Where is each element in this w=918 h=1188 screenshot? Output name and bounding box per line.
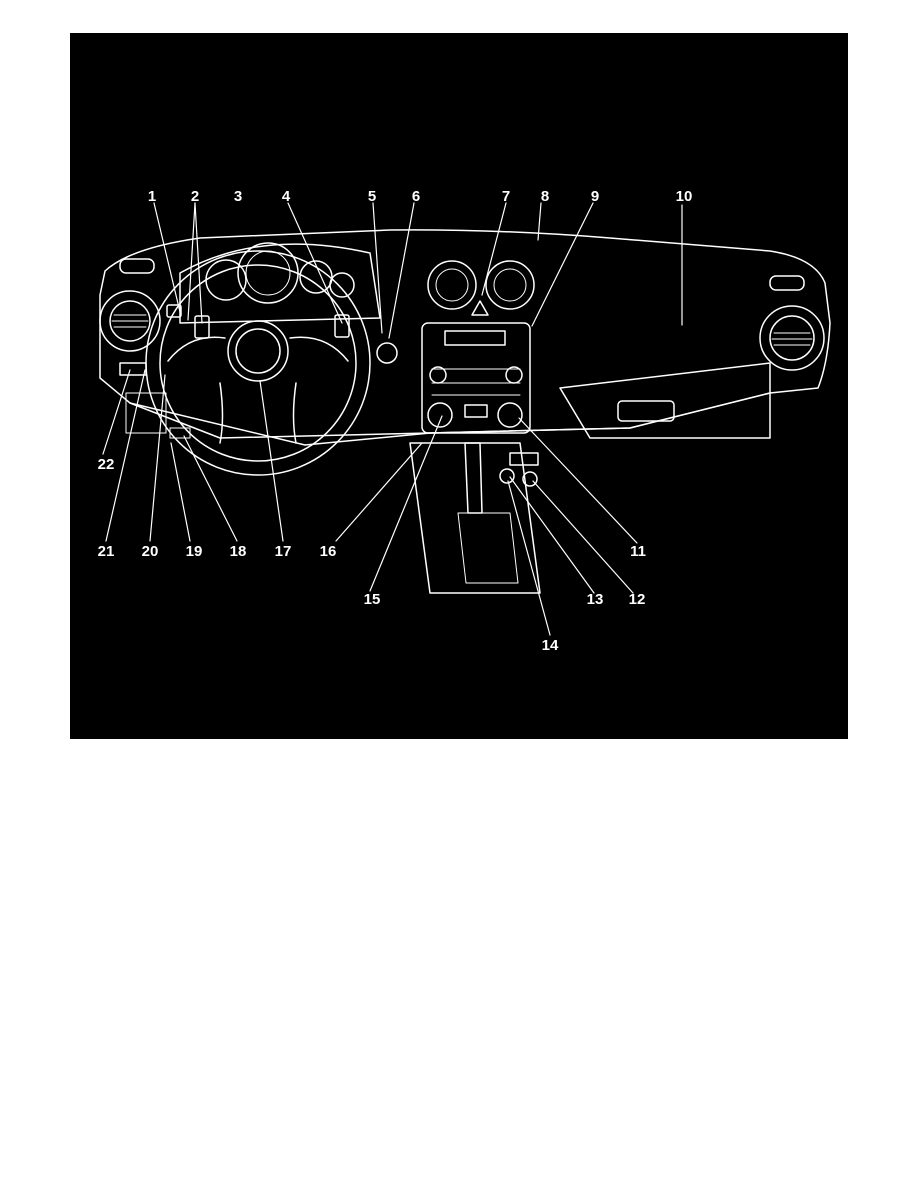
center-stack xyxy=(421,322,531,434)
callout-22: 22 xyxy=(97,456,115,473)
glove-box-handle xyxy=(617,400,675,422)
leader-17 xyxy=(259,380,284,542)
steering-wheel-rim-inner xyxy=(159,264,357,462)
callout-7: 7 xyxy=(501,188,511,205)
cluster-hood xyxy=(179,243,381,324)
callout-2: 2 xyxy=(190,188,200,205)
leader-20 xyxy=(149,374,166,542)
leader-8 xyxy=(537,202,542,241)
radio-buttons xyxy=(431,368,521,396)
leader-12 xyxy=(532,480,634,594)
callout-21: 21 xyxy=(97,543,115,560)
leader-15 xyxy=(369,415,443,592)
leader-14 xyxy=(507,480,551,636)
callout-1: 1 xyxy=(147,188,157,205)
left-vent-inner xyxy=(109,300,151,342)
callout-4: 4 xyxy=(281,188,291,205)
callout-16: 16 xyxy=(319,543,337,560)
callout-3: 3 xyxy=(233,188,243,205)
callout-15: 15 xyxy=(363,591,381,608)
callout-5: 5 xyxy=(367,188,377,205)
ignition-switch xyxy=(376,342,398,364)
left-lower-panel xyxy=(125,392,167,434)
callout-9: 9 xyxy=(590,188,600,205)
turn-signal-lever xyxy=(166,304,182,318)
leader-7 xyxy=(481,202,507,296)
shift-lever xyxy=(464,442,483,514)
right-upper-vent xyxy=(769,275,805,291)
steering-hub-outer xyxy=(227,320,289,382)
callout-12: 12 xyxy=(628,591,646,608)
accessory-outlet-2 xyxy=(522,471,538,487)
radio-left-knob xyxy=(429,366,447,384)
leader-lines xyxy=(102,202,683,636)
instrument-panel-figure: 1 2 3 4 5 6 7 8 9 10 22 21 20 19 18 17 1… xyxy=(70,33,848,739)
dashboard-outline xyxy=(99,229,831,446)
callout-18: 18 xyxy=(229,543,247,560)
steering-spokes xyxy=(167,336,349,444)
center-vent-right-inner xyxy=(493,268,527,302)
callout-6: 6 xyxy=(411,188,421,205)
leader-4 xyxy=(287,202,343,324)
headlamp-switch xyxy=(119,362,147,376)
center-console xyxy=(409,442,541,594)
leader-16 xyxy=(335,442,423,542)
left-vent-outer xyxy=(99,290,161,352)
accessory-outlet-1 xyxy=(499,468,515,484)
center-vent-left xyxy=(427,260,477,310)
right-vent-outer xyxy=(759,305,825,371)
leader-1 xyxy=(153,202,181,313)
speedometer-inner xyxy=(245,250,291,296)
fuel-gauge xyxy=(299,260,333,294)
temp-gauge xyxy=(329,272,355,298)
leader-9 xyxy=(531,202,594,327)
console-switch xyxy=(509,452,539,466)
leader-6 xyxy=(388,202,415,339)
center-vent-right xyxy=(485,260,535,310)
callout-20: 20 xyxy=(141,543,159,560)
radio-right-knob xyxy=(505,366,523,384)
callout-10: 10 xyxy=(675,188,693,205)
leader-2b xyxy=(194,202,203,324)
leader-18 xyxy=(183,435,238,542)
callout-14: 14 xyxy=(541,637,559,654)
left-vent-grille xyxy=(111,314,149,328)
left-upper-vent xyxy=(119,258,155,274)
hvac-left-knob xyxy=(427,402,453,428)
callout-17: 17 xyxy=(274,543,292,560)
hvac-right-knob xyxy=(497,402,523,428)
shift-gate xyxy=(457,512,519,584)
leader-5 xyxy=(372,202,383,334)
radio-display xyxy=(444,330,506,346)
instrument-panel-drawing xyxy=(99,202,831,636)
glove-box xyxy=(559,362,771,439)
callout-19: 19 xyxy=(185,543,203,560)
leader-11 xyxy=(518,417,638,544)
callout-11: 11 xyxy=(630,543,646,560)
right-wheel-switch xyxy=(334,314,350,338)
callout-8: 8 xyxy=(540,188,550,205)
leader-13 xyxy=(509,476,595,594)
leader-19 xyxy=(170,442,191,542)
right-vent-inner xyxy=(769,315,815,361)
hazard-switch xyxy=(471,300,489,316)
center-vent-left-inner xyxy=(435,268,469,302)
callout-13: 13 xyxy=(586,591,604,608)
leader-2a xyxy=(187,202,196,321)
leader-21 xyxy=(105,369,146,542)
leader-22 xyxy=(102,369,131,455)
steering-hub-inner xyxy=(235,328,281,374)
right-vent-grille xyxy=(771,332,813,346)
hvac-center-display xyxy=(464,404,488,418)
hood-release xyxy=(169,427,191,439)
